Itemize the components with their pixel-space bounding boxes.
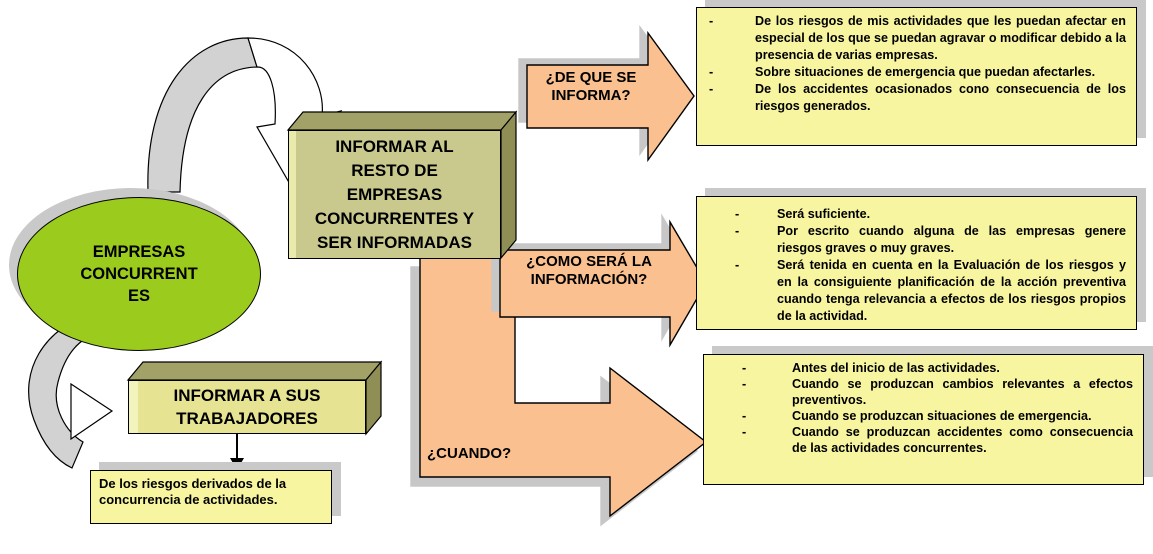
arrow-cuando bbox=[419, 257, 708, 518]
panel-item-text: Antes del inicio de las actividades. bbox=[792, 361, 1000, 375]
cube-companies-bevel bbox=[286, 110, 518, 260]
arrow-de-que bbox=[526, 30, 695, 163]
bullet-dash: - bbox=[709, 65, 714, 79]
bullet-dash: - bbox=[735, 224, 740, 238]
panel-item: - Cuando se produzcan accidentes como co… bbox=[742, 424, 1133, 456]
panel-item: - Será tenida en cuenta en la Evaluación… bbox=[735, 257, 1126, 325]
box-label-line: RESTO DE bbox=[351, 160, 438, 180]
panel-item-text: Cuando se produzcan cambios relevantes a… bbox=[792, 377, 1133, 407]
ellipse-label-line: CONCURRENT bbox=[80, 265, 198, 283]
bullet-dash: - bbox=[709, 14, 714, 28]
box-label-line: TRABAJADORES bbox=[176, 409, 318, 428]
bullet-dash: - bbox=[735, 258, 740, 272]
bullet-dash: - bbox=[735, 207, 740, 221]
box-informar-al-resto: INFORMAR AL RESTO DE EMPRESAS CONCURRENT… bbox=[288, 130, 501, 259]
panel-item: - De los accidentes ocasionados cono con… bbox=[709, 81, 1126, 115]
bullet-dash: - bbox=[709, 82, 714, 96]
panel-item: - De los riesgos de mis actividades que … bbox=[709, 13, 1126, 64]
panel-item-text: De los accidentes ocasionados cono conse… bbox=[755, 82, 1126, 113]
bullet-dash: - bbox=[742, 425, 747, 439]
box-informar-trabajadores: INFORMAR A SUS TRABAJADORES bbox=[128, 380, 366, 434]
arrow-label-cuando: ¿CUANDO? bbox=[427, 445, 512, 462]
connector-arrow bbox=[230, 434, 244, 470]
curved-arrow-bottom bbox=[28, 312, 114, 469]
panel-item-text: Cuando se produzcan accidentes como cons… bbox=[792, 425, 1133, 455]
box-label-line: CONCURRENTES Y bbox=[314, 208, 475, 228]
panel-como-sera-la-informacion: - Será suficiente. - Por escrito cuando … bbox=[696, 196, 1137, 330]
panel-item: - Cuando se produzcan situaciones de eme… bbox=[742, 408, 1133, 424]
box-label-line: INFORMAR AL bbox=[335, 136, 454, 156]
panel-item: - Cuando se produzcan cambios relevantes… bbox=[742, 376, 1133, 408]
panel-item: - Sobre situaciones de emergencia que pu… bbox=[709, 64, 1126, 81]
panel-item-text: Por escrito cuando alguna de las empresa… bbox=[777, 224, 1126, 255]
note-riesgos-derivados: De los riesgos derivados de la concurren… bbox=[90, 470, 332, 524]
bullet-dash: - bbox=[742, 409, 747, 423]
panel-item-text: Será suficiente. bbox=[777, 207, 871, 221]
bullet-dash: - bbox=[742, 361, 747, 375]
panel-item-text: Cuando se produzcan situaciones de emerg… bbox=[792, 409, 1092, 423]
box-label-line: SER INFORMADAS bbox=[317, 232, 472, 252]
arrow-como bbox=[499, 219, 707, 348]
ellipse-label-line: ES bbox=[127, 287, 150, 305]
box-label-line: INFORMAR A SUS bbox=[173, 386, 321, 405]
arrow-label-como-sera-la-informacion: ¿COMO SERÁ LA INFORMACIÓN? bbox=[526, 253, 652, 288]
panel-item: - Antes del inicio de las actividades. bbox=[742, 360, 1133, 376]
bullet-dash: - bbox=[742, 377, 747, 391]
panel-de-que-se-informa: - De los riesgos de mis actividades que … bbox=[696, 7, 1137, 146]
box-label-line: EMPRESAS bbox=[346, 184, 443, 204]
arrow-label-de-que-se-informa: ¿DE QUE SE INFORMA? bbox=[545, 69, 637, 104]
panel-item: - Será suficiente. bbox=[735, 206, 1126, 223]
ellipse-empresas-concurrentes: EMPRESAS CONCURRENT ES bbox=[17, 197, 261, 351]
curved-arrow-top bbox=[147, 37, 343, 193]
panel-item-text: Será tenida en cuenta en la Evaluación d… bbox=[777, 258, 1126, 323]
panel-item: - Por escrito cuando alguna de las empre… bbox=[735, 223, 1126, 257]
ellipse-label-line: EMPRESAS bbox=[92, 243, 186, 261]
panel-item-text: Sobre situaciones de emergencia que pued… bbox=[755, 65, 1096, 79]
panel-cuando: - Antes del inicio de las actividades. -… bbox=[703, 354, 1144, 485]
panel-item-text: De los riesgos de mis actividades que le… bbox=[755, 14, 1126, 62]
